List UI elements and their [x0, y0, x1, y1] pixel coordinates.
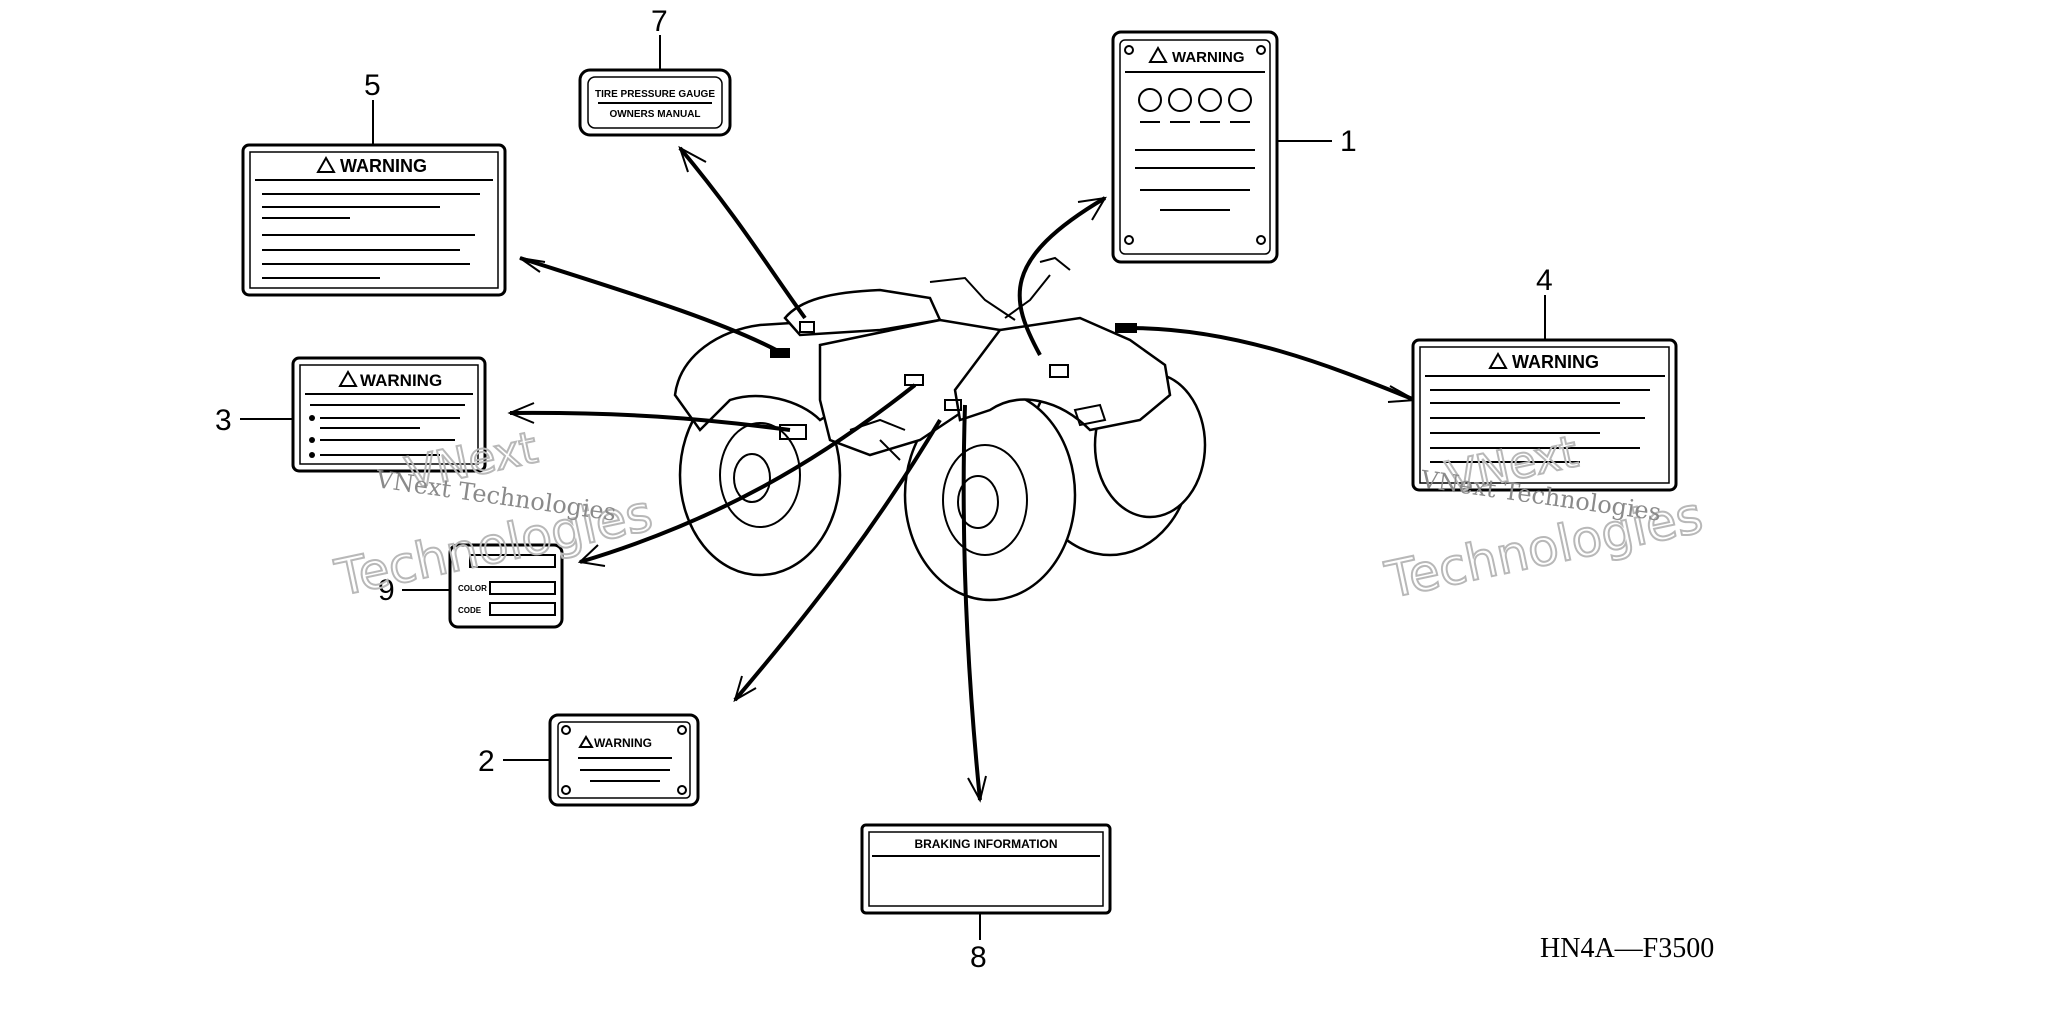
atv-illustration	[673, 256, 1207, 602]
label-5-warning-decal: WARNING 5	[241, 69, 507, 297]
callout-3: 3	[215, 404, 232, 437]
label-9-color-code-plate: COLOR CODE 9	[378, 543, 564, 629]
callout-1: 1	[1340, 125, 1357, 158]
label-3-warning-decal: WARNING 3	[215, 356, 487, 473]
callout-5: 5	[364, 69, 381, 102]
callout-8: 8	[970, 941, 987, 974]
label-2-warning-plate: WARNING 2	[478, 713, 700, 807]
label-4-warning-text: WARNING	[1512, 352, 1599, 372]
label-8-braking-decal: BRAKING INFORMATION 8	[860, 823, 1112, 974]
leader-arrows	[507, 145, 1419, 803]
label-7-tire-pressure-decal: TIRE PRESSURE GAUGE OWNERS MANUAL 7	[578, 5, 732, 137]
callout-9: 9	[378, 574, 395, 607]
label-2-warning-text: WARNING	[594, 736, 652, 750]
label-3-warning-text: WARNING	[360, 371, 442, 390]
label-1-warning-decal: WARNING 1	[1111, 30, 1357, 264]
label-4-warning-decal: WARNING 4	[1411, 264, 1678, 492]
label-9-color-text: COLOR	[458, 584, 487, 593]
diagram-code: HN4A—F3500	[1540, 933, 1714, 964]
label-7-line1: TIRE PRESSURE GAUGE	[595, 89, 715, 100]
label-7-line2: OWNERS MANUAL	[609, 109, 700, 120]
callout-2: 2	[478, 745, 495, 778]
callout-4: 4	[1536, 264, 1553, 297]
label-5-warning-text: WARNING	[340, 156, 427, 176]
label-9-code-text: CODE	[458, 606, 482, 615]
label-8-braking-text: BRAKING INFORMATION	[914, 837, 1057, 851]
callout-7: 7	[651, 5, 668, 38]
label-1-warning-text: WARNING	[1172, 49, 1245, 66]
